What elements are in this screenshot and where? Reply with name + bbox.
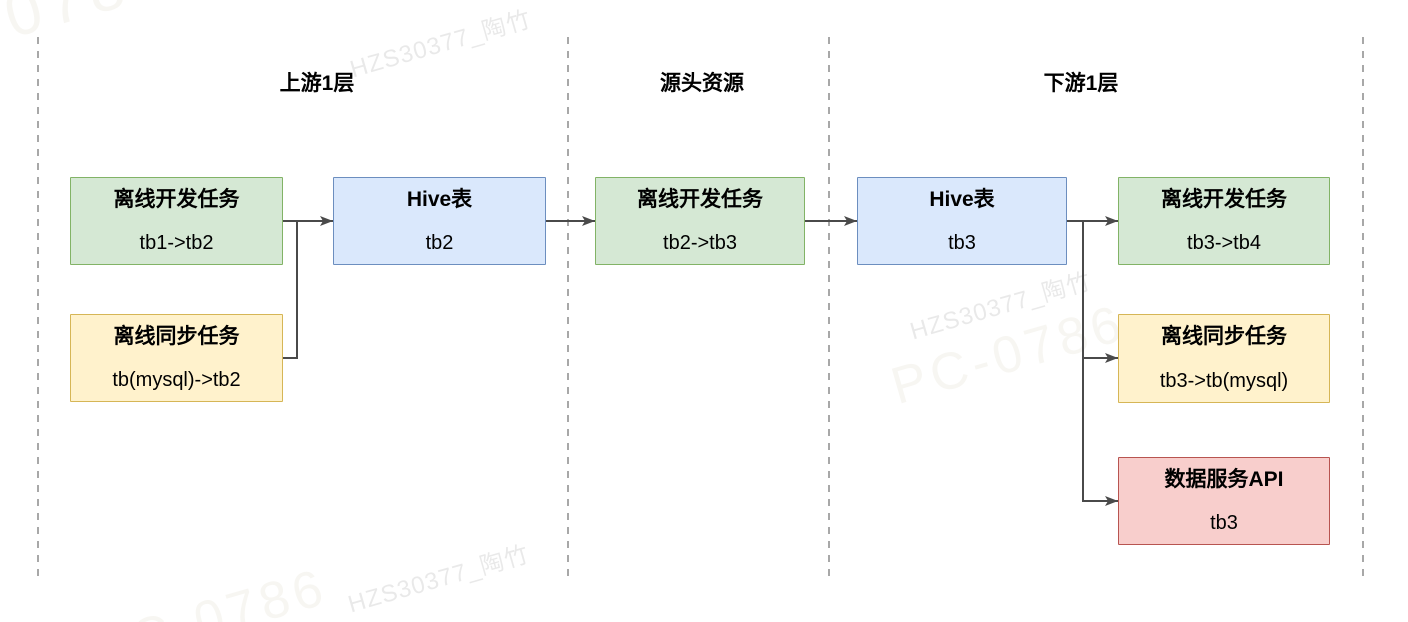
node-value: tb1->tb2 <box>139 232 214 254</box>
section-label-source-resources: 源头资源 <box>660 72 744 95</box>
node-offline-dev-task-tb1-tb2: 离线开发任务 tb1->tb2 <box>70 177 283 265</box>
node-offline-dev-task-tb2-tb3: 离线开发任务 tb2->tb3 <box>595 177 805 265</box>
node-value: tb3->tb4 <box>1187 232 1261 254</box>
edge-hive-tb3-to-sync2 <box>1082 221 1118 363</box>
node-offline-sync-task-tbmysql-tb2: 离线同步任务 tb(mysql)->tb2 <box>70 314 283 402</box>
node-offline-sync-task-tb3-tbmysql: 离线同步任务 tb3->tb(mysql) <box>1118 314 1330 403</box>
watermark-big-text: PC-0786 <box>0 0 180 88</box>
node-offline-dev-task-tb3-tb4: 离线开发任务 tb3->tb4 <box>1118 177 1330 265</box>
watermark-big-text: PC-0786 <box>87 557 334 622</box>
node-hive-table-tb2: Hive表 tb2 <box>333 177 546 265</box>
watermark-id-text: HZS30377_陶竹 <box>345 540 533 619</box>
section-label-upstream-layer1: 上游1层 <box>279 72 355 95</box>
node-hive-table-tb3: Hive表 tb3 <box>857 177 1067 265</box>
node-title: 离线开发任务 <box>637 188 763 211</box>
node-title: 离线同步任务 <box>1161 325 1287 348</box>
node-title: Hive表 <box>929 188 995 211</box>
edge-sync1-to-hive-tb2 <box>283 222 298 359</box>
node-title: 离线开发任务 <box>1161 188 1287 211</box>
node-value: tb2->tb3 <box>663 232 737 254</box>
node-title: 数据服务API <box>1164 468 1284 491</box>
node-value: tb2 <box>425 232 454 254</box>
section-label-downstream-layer1: 下游1层 <box>1043 72 1119 95</box>
node-value: tb(mysql)->tb2 <box>112 369 241 391</box>
node-title: 离线开发任务 <box>113 188 240 211</box>
watermark-big-text: PC-0786 <box>885 293 1132 416</box>
node-data-service-api-tb3: 数据服务API tb3 <box>1118 457 1330 545</box>
node-title: 离线同步任务 <box>113 325 240 348</box>
watermark-id-text: HZS30377_陶竹 <box>907 267 1095 346</box>
node-value: tb3->tb(mysql) <box>1159 370 1289 392</box>
watermark-id-text: HZS30377_陶竹 <box>347 5 535 84</box>
edge-hive-tb3-to-api <box>1082 358 1118 506</box>
node-value: tb3 <box>948 232 976 254</box>
node-title: Hive表 <box>406 188 473 211</box>
node-value: tb3 <box>1210 512 1238 534</box>
